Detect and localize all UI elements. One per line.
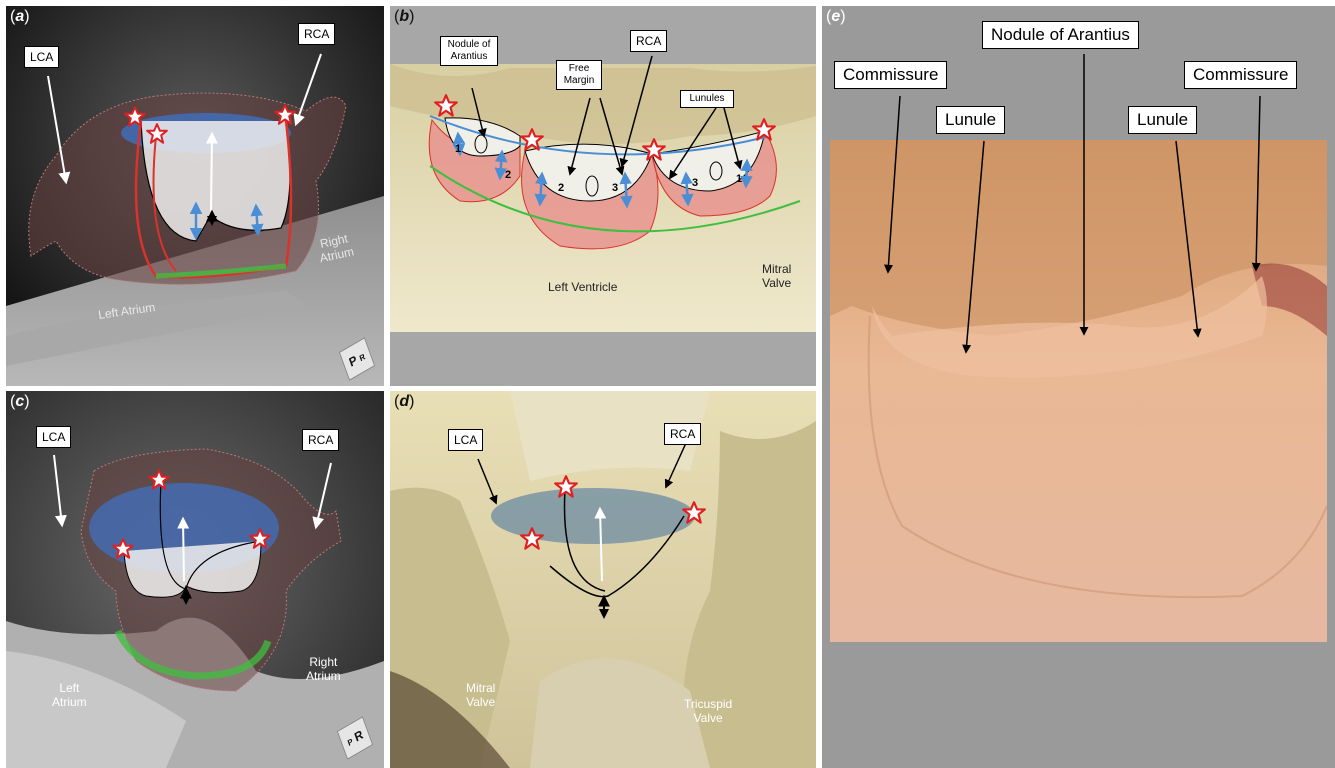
callout-lunule-right: Lunule	[1128, 106, 1197, 134]
callout-rca: RCA	[298, 23, 335, 45]
panel-d-label: (d)	[394, 393, 414, 411]
callout-nodule-of-arantius: Nodule of Arantius	[982, 21, 1139, 49]
panel-e: (e) Nodule of Arantius Commissure Commis…	[822, 6, 1335, 768]
panel-a-label: (a)	[10, 8, 30, 26]
callout-rca: RCA	[302, 429, 339, 451]
label-left-atrium: Left Atrium	[52, 681, 87, 709]
label-right-atrium: Right Atrium	[306, 655, 341, 683]
callout-rca: RCA	[630, 30, 667, 52]
orientation-r: R	[353, 727, 365, 745]
label-mitral-valve: Mitral Valve	[762, 262, 791, 290]
panel-e-image	[822, 6, 1335, 768]
cusp-number-3a: 3	[612, 182, 618, 194]
panel-a-image	[6, 6, 384, 386]
callout-lca: LCA	[448, 429, 483, 451]
callout-free-margin: Free Margin	[556, 60, 602, 90]
cusp-number-1b: 1	[736, 173, 742, 185]
callout-lunule-left: Lunule	[936, 106, 1005, 134]
orientation-p: P	[346, 737, 354, 748]
orientation-p: P	[347, 353, 359, 370]
cusp-number-2a: 2	[505, 169, 511, 181]
panel-a: (a) LCA RCA Right Atrium Left Atrium P R	[6, 6, 384, 386]
callout-lca: LCA	[24, 46, 59, 68]
panel-c-label: (c)	[10, 393, 30, 411]
callout-commissure-right: Commissure	[1184, 61, 1297, 89]
panel-e-label: (e)	[826, 8, 846, 26]
label-mitral-valve: Mitral Valve	[466, 681, 495, 709]
panel-c: (c) LCA RCA Left Atrium Right Atrium P R	[6, 391, 384, 768]
callout-commissure-left: Commissure	[834, 61, 947, 89]
cusp-number-1a: 1	[455, 143, 461, 155]
callout-lunules: Lunules	[680, 90, 734, 108]
panel-b-label: (b)	[394, 8, 414, 26]
panel-b: 1 2 2 3 3 1 (b) Nodule of Arantius Free …	[390, 6, 816, 386]
panel-d: (d) LCA RCA Mitral Valve Tricuspid Valve	[390, 391, 816, 768]
callout-lca: LCA	[36, 426, 71, 448]
callout-nodule-of-arantius: Nodule of Arantius	[440, 36, 498, 66]
label-tricuspid-valve: Tricuspid Valve	[684, 697, 732, 725]
label-left-ventricle: Left Ventricle	[548, 280, 617, 294]
cusp-number-3b: 3	[692, 177, 698, 189]
cusp-number-2b: 2	[558, 182, 564, 194]
callout-rca: RCA	[664, 423, 701, 445]
orientation-r: R	[358, 352, 366, 363]
